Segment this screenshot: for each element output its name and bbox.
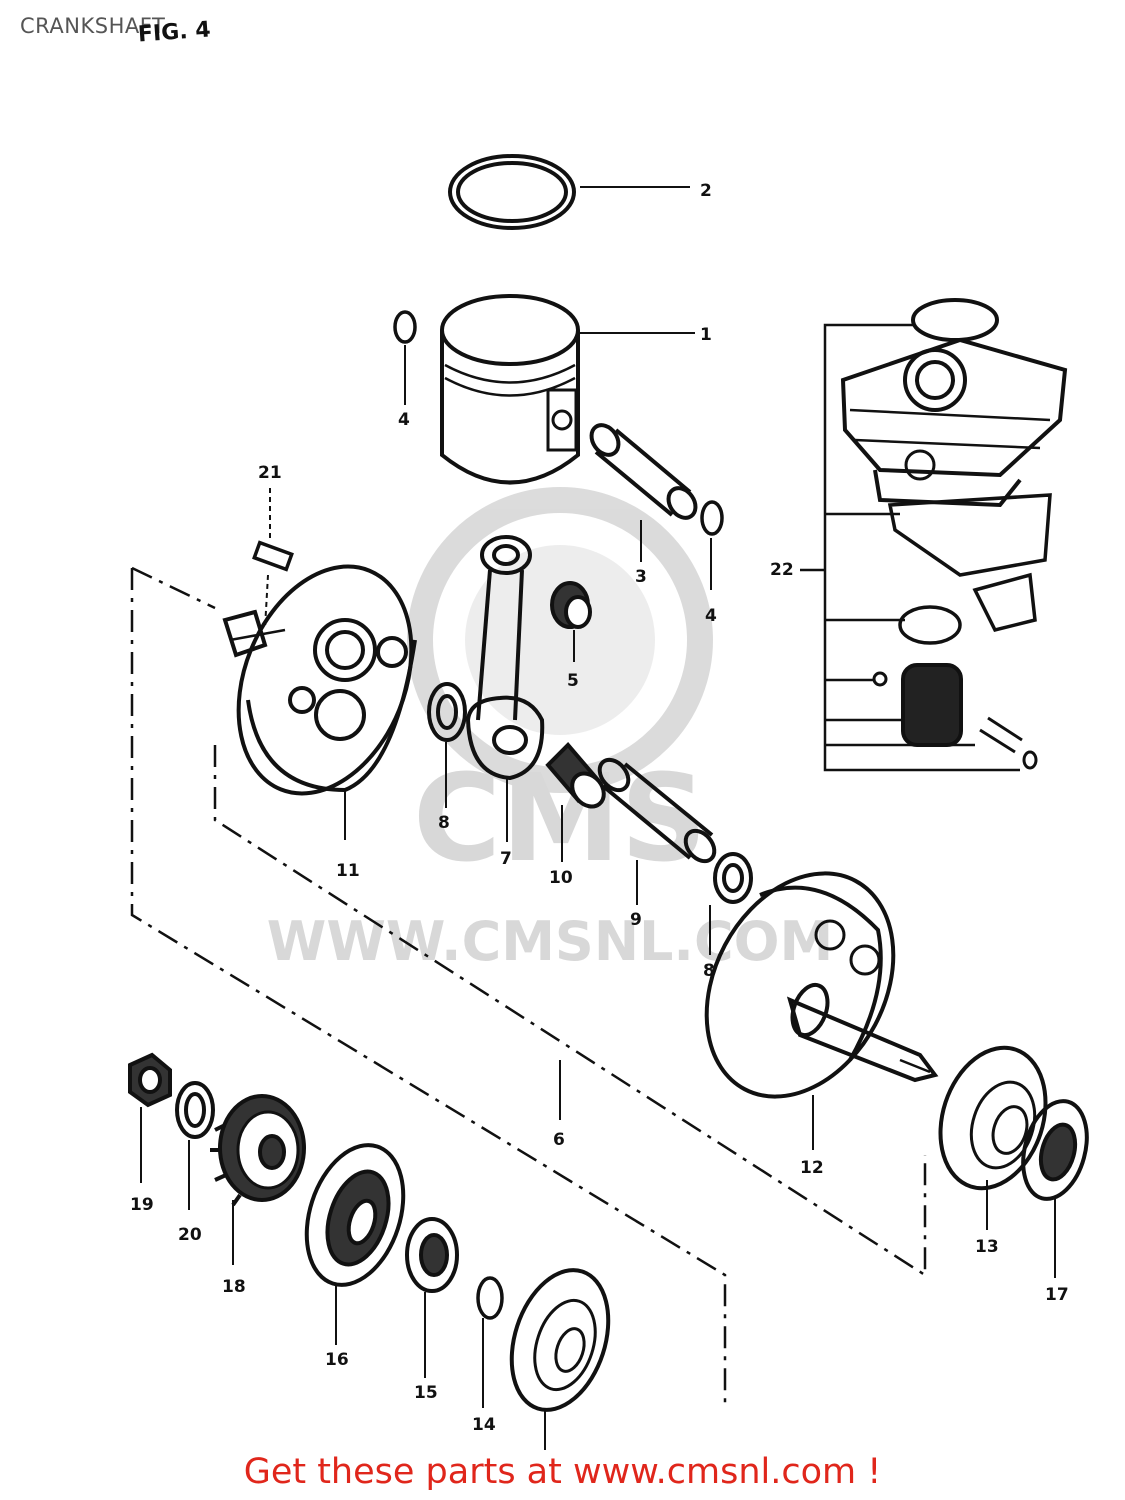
callout-labels: 2 1 4 3 4 21 22 5 8 7 11 10 9 8 6 12 19 … bbox=[130, 181, 1069, 1435]
crankshaft-assembly-outline bbox=[130, 566, 927, 1405]
primary-drive-gear bbox=[210, 1094, 306, 1265]
callout-11: 11 bbox=[336, 861, 360, 881]
callout-14: 14 bbox=[472, 1415, 496, 1435]
callout-5: 5 bbox=[567, 671, 579, 691]
lock-washer bbox=[175, 1081, 215, 1210]
small-end-bearing bbox=[550, 581, 592, 662]
callout-22: 22 bbox=[770, 560, 794, 580]
callout-2: 2 bbox=[700, 181, 712, 201]
piston bbox=[440, 294, 695, 485]
callout-13: 13 bbox=[975, 1237, 999, 1257]
callout-16: 16 bbox=[325, 1350, 349, 1370]
callout-12: 12 bbox=[800, 1158, 824, 1178]
callout-6: 6 bbox=[553, 1130, 565, 1150]
main-bearing-lower bbox=[509, 1268, 611, 1450]
oil-seal-left bbox=[405, 1217, 459, 1378]
callout-9: 9 bbox=[630, 910, 642, 930]
callout-19: 19 bbox=[130, 1195, 154, 1215]
callout-15: 15 bbox=[414, 1383, 438, 1403]
get-parts-link[interactable]: Get these parts at www.cmsnl.com ! bbox=[243, 1452, 882, 1492]
callout-17: 17 bbox=[1045, 1285, 1069, 1305]
woodruff-key bbox=[252, 488, 294, 629]
main-bearing-right bbox=[938, 1045, 1048, 1230]
callout-20: 20 bbox=[178, 1225, 202, 1245]
cylinder-kit-bracket bbox=[800, 323, 1020, 772]
circlip-left bbox=[393, 310, 417, 405]
callout-8-left: 8 bbox=[438, 813, 450, 833]
callout-21: 21 bbox=[258, 463, 282, 483]
callout-4-left: 4 bbox=[398, 410, 410, 430]
callout-4-right: 4 bbox=[705, 606, 717, 626]
figure-label: FIG. 4 bbox=[137, 17, 212, 48]
piston-pin bbox=[589, 423, 698, 562]
thrust-washer-left bbox=[427, 682, 467, 808]
page-title: CRANKSHAFT bbox=[20, 14, 166, 38]
crank-pin bbox=[597, 757, 717, 905]
crank-half-right bbox=[704, 871, 939, 1150]
oil-seal-right bbox=[1021, 1099, 1089, 1278]
piston-ring bbox=[448, 154, 690, 230]
thrust-washer-right bbox=[709, 852, 753, 955]
big-end-bearing bbox=[545, 742, 606, 862]
callout-10: 10 bbox=[549, 868, 573, 888]
callout-18: 18 bbox=[222, 1277, 246, 1297]
callout-1: 1 bbox=[700, 325, 712, 345]
spacer-ring bbox=[476, 1276, 504, 1408]
main-bearing-left bbox=[304, 1143, 406, 1345]
connecting-rod bbox=[465, 535, 545, 842]
crank-nut bbox=[128, 1052, 172, 1183]
callout-8-right: 8 bbox=[703, 961, 715, 981]
callout-7: 7 bbox=[500, 849, 512, 869]
circlip-right bbox=[700, 500, 724, 590]
watermark-url: WWW.CMSNL.COM bbox=[267, 910, 833, 973]
cylinder-kit bbox=[840, 298, 1068, 770]
crank-half-left bbox=[222, 564, 417, 840]
callout-3: 3 bbox=[635, 567, 647, 587]
